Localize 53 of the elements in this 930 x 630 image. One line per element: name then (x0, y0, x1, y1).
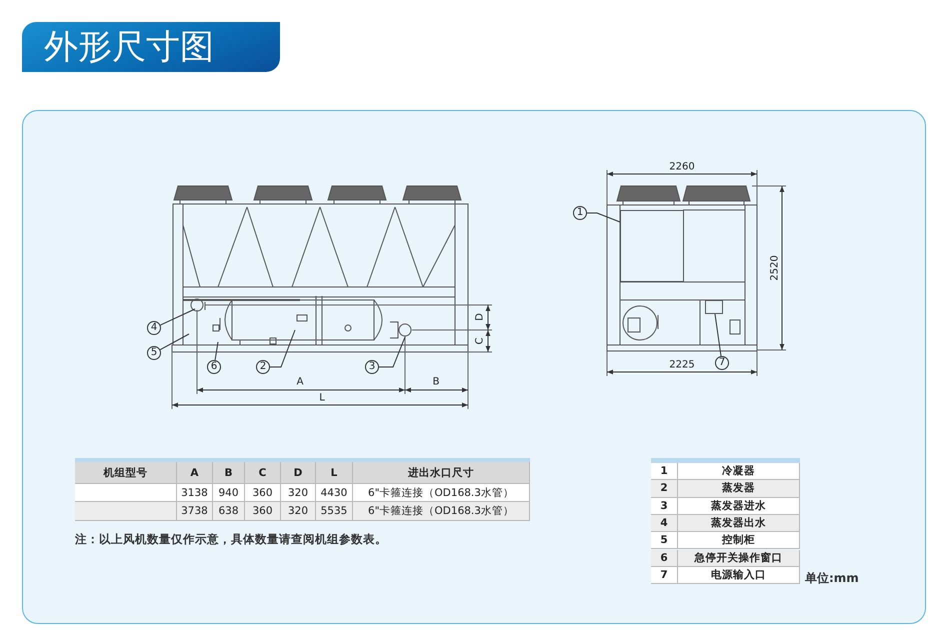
table-cell: 3738 (177, 502, 213, 521)
table-cell: C (245, 462, 281, 484)
leader-line (270, 330, 296, 368)
table-cell: 蒸发器 (678, 480, 800, 498)
table-cell: 蒸发器进水 (678, 498, 800, 515)
dimension-label: A (296, 376, 304, 388)
table-cell: 2 (651, 480, 678, 498)
table-cell: L (316, 462, 353, 484)
dimension-label: C (474, 338, 486, 344)
table-cell: 320 (281, 484, 316, 502)
condenser-panel (620, 210, 684, 282)
table-cell: 冷凝器 (678, 463, 800, 480)
table-cell: 5535 (316, 502, 353, 521)
table-cell: 机组型号 (75, 462, 177, 484)
note-text: 注：以上风机数量仅作示意，具体数量请查阅机组参数表。 (75, 532, 387, 547)
table-cell: 360 (245, 484, 281, 502)
leader-line (214, 342, 218, 361)
table-cell: 3 (651, 498, 678, 515)
table-cell: D (281, 462, 316, 484)
table-cell: 急停开关操作窗口 (678, 550, 800, 567)
table-cell: 电源输入口 (678, 566, 800, 584)
table-cell: 638 (213, 502, 245, 521)
leader-line (160, 334, 190, 350)
table-cell: 6"卡箍连接（OD168.3水管） (353, 502, 530, 521)
table-cell: A (177, 462, 213, 484)
table-cell: B (213, 462, 245, 484)
table-cell: 7 (651, 566, 678, 584)
table-cell: 控制柜 (678, 532, 800, 550)
dimension-label: B (432, 376, 440, 388)
leader-line (714, 314, 722, 357)
table-cell: 4430 (316, 484, 353, 502)
leader-line (160, 308, 196, 326)
unit-label: 单位:mm (805, 570, 859, 587)
leader-line (378, 336, 406, 368)
table-cell: 5 (651, 532, 678, 550)
table-cell: 3138 (177, 484, 213, 502)
table-cell: 4 (651, 514, 678, 532)
control-box (705, 300, 723, 314)
dimension-label: L (319, 392, 325, 404)
leader-line (586, 212, 620, 222)
dimension-label: 2520 (770, 255, 780, 281)
table-cell: 360 (245, 502, 281, 521)
table-cell: 6"卡箍连接（OD168.3水管） (353, 484, 530, 502)
dimension-label: 2225 (669, 360, 695, 370)
table-cell: 蒸发器出水 (678, 514, 800, 532)
table-cell: 进出水口尺寸 (353, 462, 530, 484)
table-cell: 320 (281, 502, 316, 521)
dimension-label: 2260 (669, 162, 695, 172)
title-banner: 外形尺寸图 (22, 22, 280, 72)
dimension-label: D (474, 313, 486, 321)
table-cell: 1 (651, 463, 678, 480)
table-cell: 940 (213, 484, 245, 502)
table-cell: 6 (651, 550, 678, 567)
